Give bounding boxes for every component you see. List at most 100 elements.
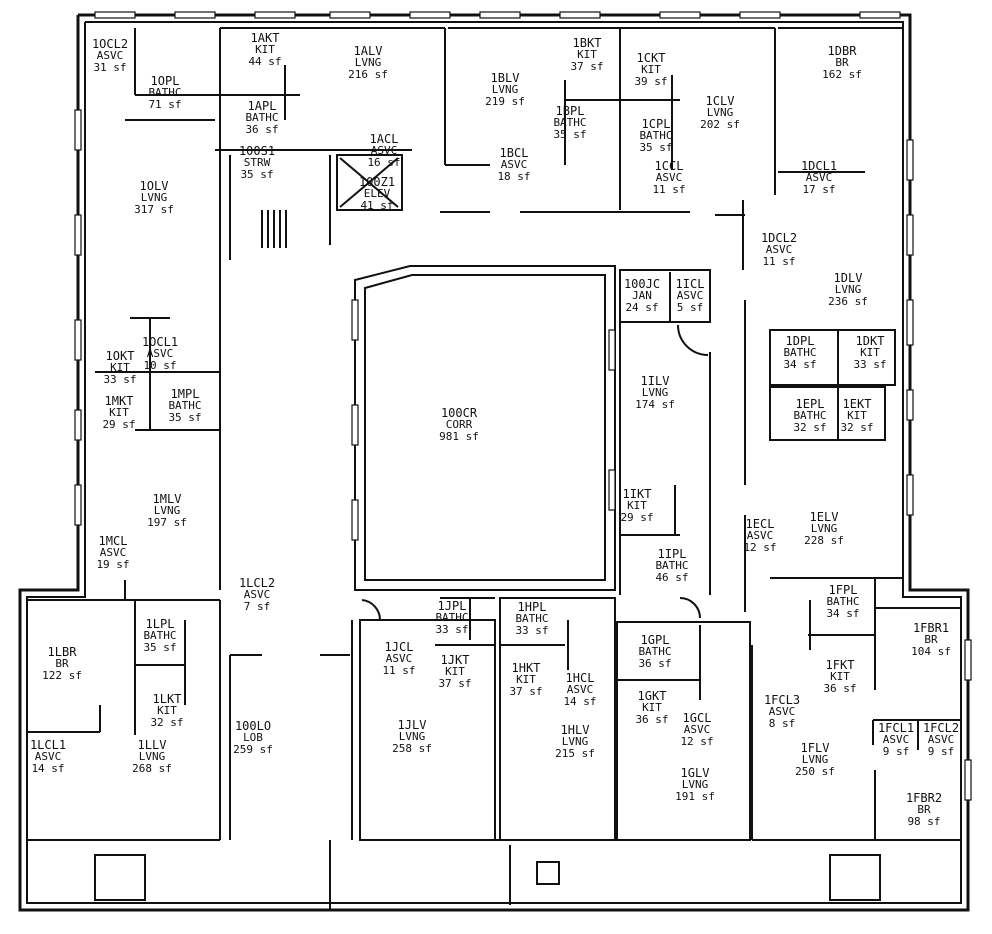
room-id: 1ECL — [745, 517, 775, 531]
stair-treads — [261, 210, 287, 248]
room-id: 1LLV — [137, 738, 167, 752]
room-type: BATHC — [148, 86, 182, 99]
room-type: LVNG — [398, 730, 426, 743]
room-type: LVNG — [706, 106, 734, 119]
room-type: LVNG — [561, 735, 589, 748]
room-id: 1DCL1 — [800, 159, 838, 173]
room-area: 32 sf — [150, 716, 184, 729]
room-id: 1ICL — [675, 277, 705, 291]
room-id: 1BCL — [499, 146, 529, 160]
room-id: 1HKT — [511, 661, 541, 675]
room-id: 1ACL — [369, 132, 399, 146]
room-id: 100Z1 — [358, 175, 396, 189]
room-id: 1APL — [247, 99, 277, 113]
room-id: 1HLV — [560, 723, 590, 737]
room-type: LVNG — [641, 386, 669, 399]
room-type: BATHC — [515, 612, 549, 625]
room-id: 1BKT — [572, 36, 602, 50]
room-type: LVNG — [153, 504, 181, 517]
room-id: 1LCL1 — [29, 738, 67, 752]
room-area: 9 sf — [927, 745, 955, 758]
room-area: 32 sf — [840, 421, 874, 434]
room-area: 36 sf — [638, 657, 672, 670]
room-type: CORR — [445, 418, 473, 431]
room-type: BATHC — [783, 346, 817, 359]
room-type: JAN — [632, 289, 652, 302]
room-area: 32 sf — [793, 421, 827, 434]
room-type: ASVC — [655, 171, 683, 184]
room-type: BATHC — [638, 645, 672, 658]
room-area: 7 sf — [243, 600, 271, 613]
room-area: 36 sf — [635, 713, 669, 726]
exterior-wall-inner — [26, 21, 962, 904]
room-area: 34 sf — [826, 607, 860, 620]
room-id: 100S1 — [238, 144, 276, 158]
room-type: LVNG — [834, 283, 862, 296]
room-area: 24 sf — [625, 301, 659, 314]
room-type: BR — [917, 803, 931, 816]
room-id: 1FLV — [800, 741, 830, 755]
room-type: BR — [924, 633, 938, 646]
room-area: 35 sf — [639, 141, 673, 154]
room-type: BATHC — [793, 409, 827, 422]
room-type: ASVC — [882, 733, 910, 746]
room-area: 71 sf — [148, 98, 182, 111]
room-type: ASVC — [805, 171, 833, 184]
room-type: ASVC — [385, 652, 413, 665]
room-type: BATHC — [639, 129, 673, 142]
room-type: BATHC — [143, 629, 177, 642]
room-id: 1OKT — [105, 349, 135, 363]
room-id: 1GLV — [680, 766, 710, 780]
room-id: 1FCL3 — [763, 693, 801, 707]
room-area: 215 sf — [555, 747, 595, 760]
room-type: KIT — [157, 704, 177, 717]
room-area: 202 sf — [700, 118, 740, 131]
room-id: 1LBR — [47, 645, 77, 659]
room-type: LVNG — [140, 191, 168, 204]
room-type: KIT — [627, 499, 647, 512]
room-area: 317 sf — [134, 203, 174, 216]
room-area: 17 sf — [802, 183, 836, 196]
room-id: 100CR — [440, 406, 478, 420]
room-type: ASVC — [927, 733, 955, 746]
room-id: 1CCL — [654, 159, 684, 173]
room-id: 1EPL — [795, 397, 825, 411]
room-area: 37 sf — [438, 677, 472, 690]
room-type: ASVC — [676, 289, 704, 302]
room-area: 258 sf — [392, 742, 432, 755]
room-type: KIT — [641, 63, 661, 76]
room-id: 1BLV — [490, 71, 520, 85]
room-area: 9 sf — [882, 745, 910, 758]
room-id: 1FCL1 — [877, 721, 915, 735]
room-type: KIT — [577, 48, 597, 61]
room-type: KIT — [860, 346, 880, 359]
room-area: 35 sf — [240, 168, 274, 181]
room-id: 1HPL — [517, 600, 547, 614]
windows — [74, 11, 972, 801]
room-area: 8 sf — [768, 717, 796, 730]
